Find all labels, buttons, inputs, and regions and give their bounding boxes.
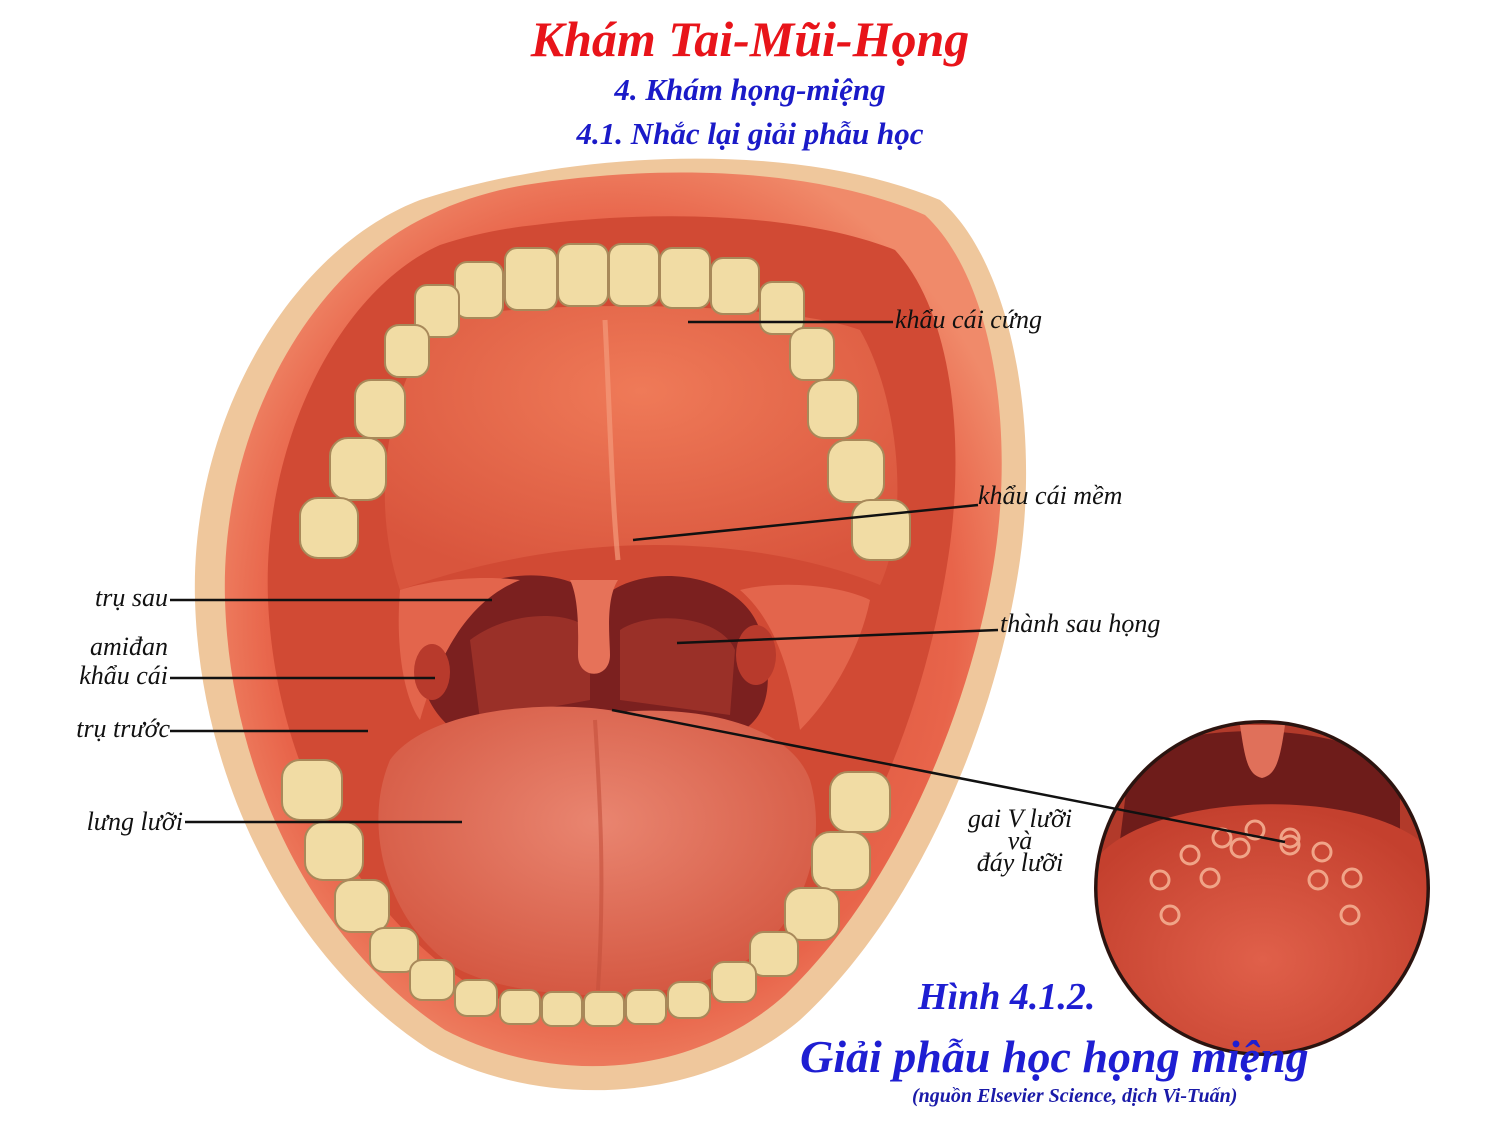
- label-papillae-2: và: [1007, 826, 1033, 855]
- palatoglossal-arch-right: [740, 584, 870, 730]
- label-hard-palate: khẩu cái cứng: [895, 305, 1043, 334]
- palate: [384, 306, 898, 590]
- label-posterior-pillar: trụ sau: [95, 583, 168, 612]
- figure-number: Hình 4.1.2.: [918, 976, 1096, 1018]
- leader-lines: [170, 320, 1286, 844]
- tonsil-left: [414, 644, 450, 700]
- palate-raphe: [602, 319, 621, 561]
- subsection-heading: 4.1. Nhắc lại giải phẫu học: [576, 116, 924, 151]
- label-tongue-dorsum: lưng lưỡi: [86, 807, 183, 836]
- uvula: [570, 580, 618, 674]
- tongue: [378, 706, 816, 996]
- figure-source: (nguồn Elsevier Science, dịch Vi-Tuấn): [912, 1085, 1238, 1107]
- page-title: Khám Tai-Mũi-Họng: [530, 11, 970, 67]
- tongue-median-groove: [593, 719, 604, 991]
- label-soft-palate: khẩu cái mềm: [978, 481, 1123, 510]
- label-palatine-tonsil-1: amiđan: [90, 632, 168, 661]
- label-posterior-pharyngeal-wall: thành sau họng: [1000, 609, 1161, 638]
- figure-title: Giải phẫu học họng miệng: [800, 1031, 1309, 1082]
- lower-teeth: [281, 759, 891, 1027]
- label-anterior-pillar: trụ trước: [76, 714, 170, 743]
- label-papillae-1: gai V lưỡi: [967, 804, 1073, 833]
- posterior-pharynx-wall: [470, 616, 735, 720]
- inset-tongue-base: [1094, 720, 1430, 1056]
- tonsil-right: [736, 625, 776, 685]
- label-papillae-3: đáy lưỡi: [976, 848, 1064, 877]
- label-palatine-tonsil-2: khẩu cái: [79, 661, 168, 690]
- section-heading: 4. Khám họng-miệng: [614, 72, 886, 107]
